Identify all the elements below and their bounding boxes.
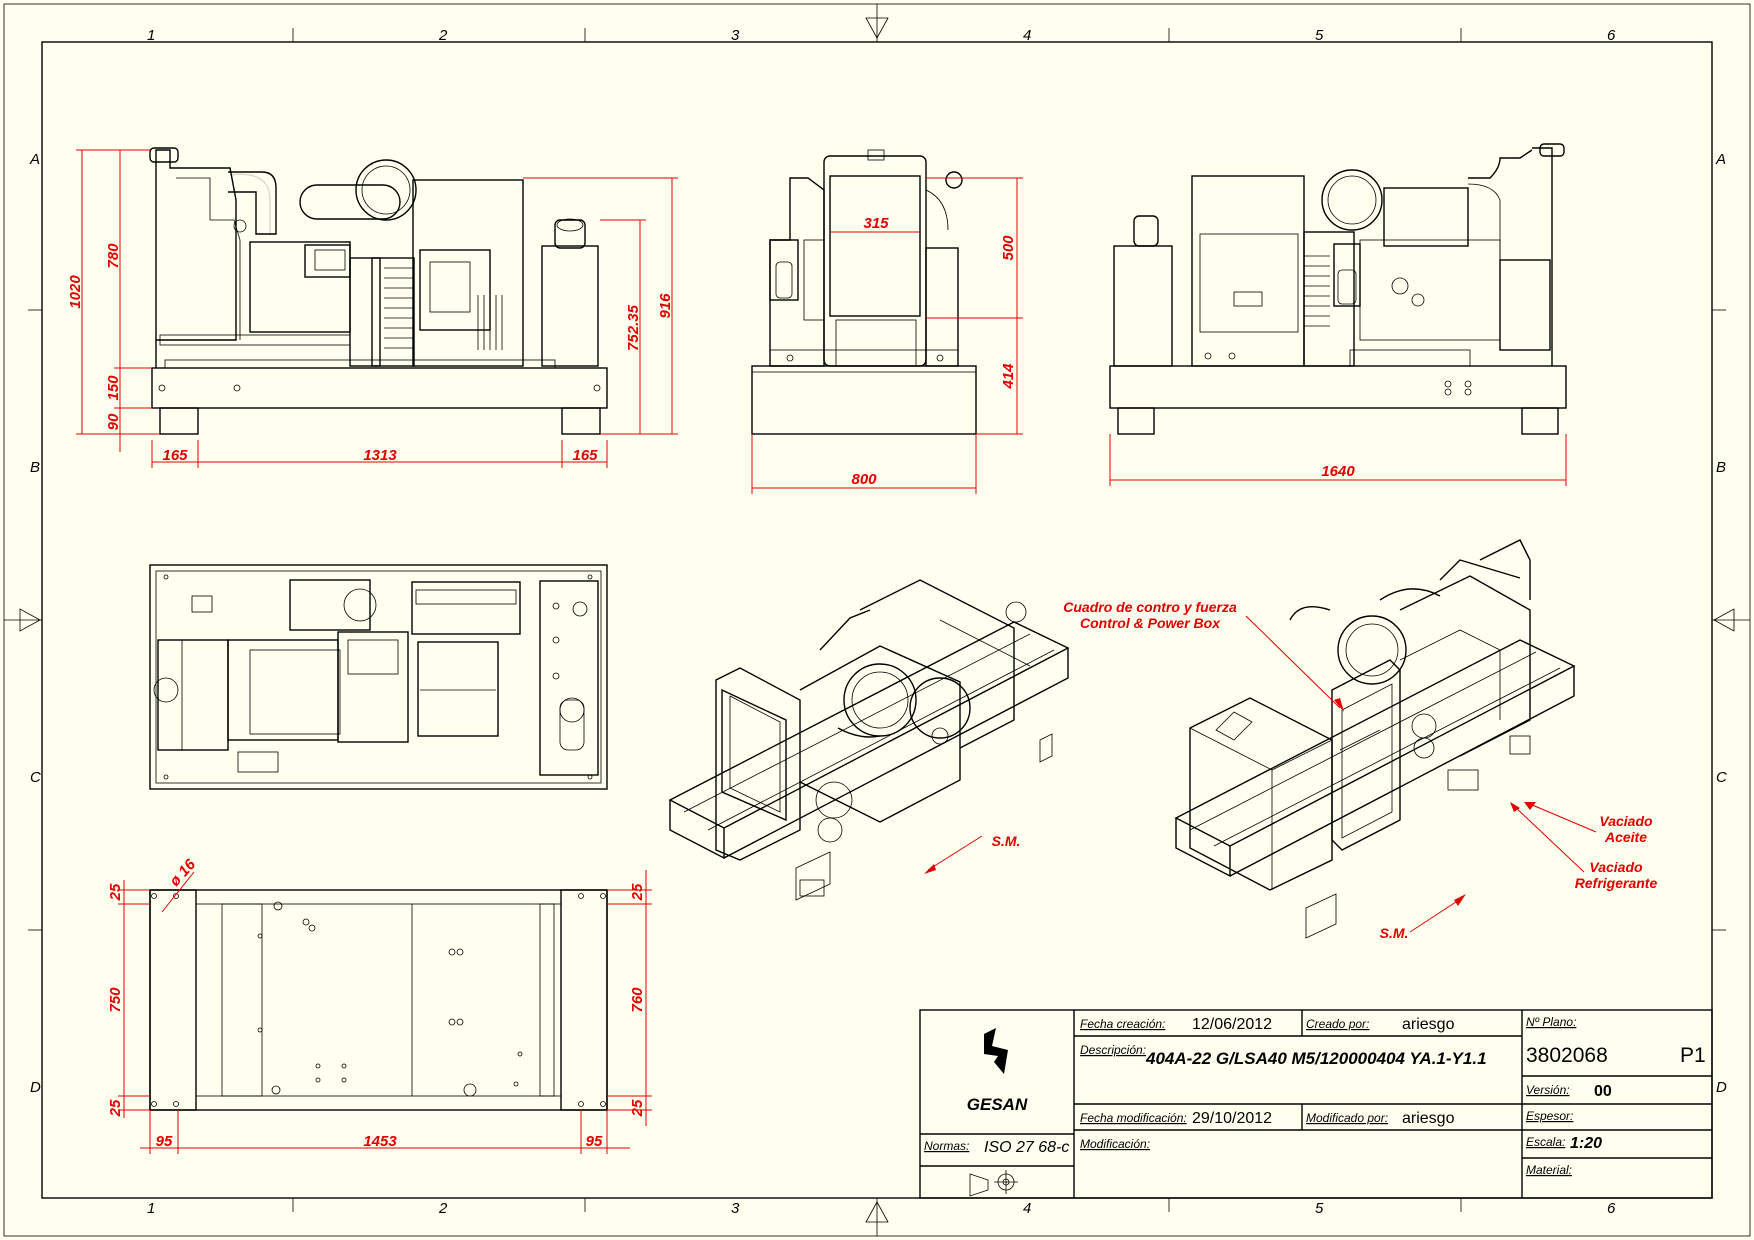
annotation-coolant-drain-2: Refrigerante bbox=[1575, 875, 1658, 891]
grid-col-1-bottom: 1 bbox=[147, 1200, 155, 1217]
label-plano: Nº Plano: bbox=[1526, 1015, 1576, 1029]
dim-radiator-width: 315 bbox=[863, 215, 889, 232]
value-version: 00 bbox=[1594, 1083, 1612, 1100]
value-fecha-creacion: 12/06/2012 bbox=[1192, 1016, 1272, 1033]
label-creado-por: Creado por: bbox=[1306, 1017, 1369, 1031]
dim-hole-diameter: ø 16 bbox=[166, 856, 199, 890]
grid-row-d-right: D bbox=[1716, 1079, 1727, 1096]
label-escala: Escala: bbox=[1526, 1135, 1565, 1149]
dim-engine-height: 780 bbox=[105, 243, 122, 269]
grid-col-5-bottom: 5 bbox=[1315, 1200, 1324, 1217]
front-view bbox=[751, 149, 977, 435]
logo-text: GESAN bbox=[967, 1095, 1028, 1114]
dim-overall-width: 800 bbox=[851, 471, 877, 488]
dim-base-left-width: 750 bbox=[107, 987, 124, 1013]
dim-center-length: 1313 bbox=[363, 447, 397, 464]
label-modificado-por: Modificado por: bbox=[1306, 1111, 1388, 1125]
dim-base-center-length: 1453 bbox=[363, 1133, 397, 1150]
dim-base-right-width: 760 bbox=[629, 987, 646, 1013]
grid-col-4-top: 4 bbox=[1023, 27, 1031, 44]
grid-row-a-left: A bbox=[29, 151, 40, 168]
dim-foot-height: 90 bbox=[105, 413, 122, 430]
grid-ticks bbox=[4, 4, 1750, 1236]
value-descripcion: 404A-22 G/LSA40 M5/120000404 YA.1-Y1.1 bbox=[1145, 1049, 1487, 1068]
label-normas: Normas: bbox=[924, 1139, 969, 1153]
grid-row-b-right: B bbox=[1716, 459, 1726, 476]
value-plano: 3802068 bbox=[1526, 1044, 1608, 1067]
grid-col-4-bottom: 4 bbox=[1023, 1200, 1031, 1217]
value-escala: 1:20 bbox=[1570, 1135, 1602, 1152]
side-view-dimensions: 1020 780 150 90 752.35 916 165 1313 165 bbox=[67, 149, 678, 468]
label-fecha-modificacion: Fecha modificación: bbox=[1080, 1111, 1187, 1125]
value-normas: ISO 27 68-c bbox=[984, 1139, 1069, 1156]
annotation-coolant-drain-1: Vaciado bbox=[1589, 859, 1643, 875]
grid-row-b-left: B bbox=[30, 459, 40, 476]
dim-overall-height: 1020 bbox=[67, 275, 84, 309]
top-view bbox=[149, 564, 608, 790]
annotations: Cuadro de contro y fuerza Control & Powe… bbox=[924, 599, 1657, 941]
dim-base-top-margin: 25 bbox=[107, 883, 124, 901]
dim-base-left-offset: 95 bbox=[156, 1133, 173, 1150]
dim-right-offset: 165 bbox=[572, 447, 598, 464]
dim-base-right-top: 25 bbox=[629, 883, 646, 901]
annotation-oil-drain-1: Vaciado bbox=[1599, 813, 1653, 829]
grid-col-3-top: 3 bbox=[731, 27, 740, 44]
annotation-sm-left: S.M. bbox=[992, 833, 1021, 849]
grid-row-c-left: C bbox=[30, 769, 41, 786]
projection-symbol-icon bbox=[969, 1170, 1018, 1197]
iso-view-right bbox=[1174, 539, 1576, 939]
front-view-dimensions: 315 500 414 800 bbox=[751, 177, 1023, 494]
grid-col-6-bottom: 6 bbox=[1607, 1200, 1616, 1217]
value-fecha-modificacion: 29/10/2012 bbox=[1192, 1110, 1272, 1127]
annotation-control-box-en: Control & Power Box bbox=[1080, 615, 1221, 631]
dim-base-right-bottom: 25 bbox=[629, 1099, 646, 1117]
grid-row-d-left: D bbox=[30, 1079, 41, 1096]
dim-base-right-offset: 95 bbox=[586, 1133, 603, 1150]
rear-view bbox=[1109, 143, 1567, 435]
dim-upper-height: 500 bbox=[1000, 235, 1017, 261]
grid-col-5-top: 5 bbox=[1315, 27, 1324, 44]
label-modificacion: Modificación: bbox=[1080, 1137, 1150, 1151]
value-modificado-por: ariesgo bbox=[1402, 1110, 1455, 1127]
grid-row-c-right: C bbox=[1716, 769, 1727, 786]
annotation-control-box-es: Cuadro de contro y fuerza bbox=[1063, 599, 1237, 615]
rear-view-dimensions: 1640 bbox=[1109, 434, 1567, 486]
label-version: Versión: bbox=[1526, 1083, 1570, 1097]
dim-base-bottom-margin: 25 bbox=[107, 1099, 124, 1117]
grid-row-a-right: A bbox=[1715, 151, 1726, 168]
base-view bbox=[149, 889, 608, 1111]
label-descripcion: Descripción: bbox=[1080, 1043, 1146, 1057]
grid-col-3-bottom: 3 bbox=[731, 1200, 740, 1217]
grid-col-2-top: 2 bbox=[438, 27, 448, 44]
value-plano-rev: P1 bbox=[1680, 1044, 1706, 1067]
label-fecha-creacion: Fecha creación: bbox=[1080, 1017, 1165, 1031]
dim-radiator-height: 752.35 bbox=[625, 304, 642, 351]
outer-border bbox=[3, 3, 1751, 1237]
value-creado-por: ariesgo bbox=[1402, 1016, 1455, 1033]
annotation-oil-drain-2: Aceite bbox=[1604, 829, 1647, 845]
grid-col-6-top: 6 bbox=[1607, 27, 1616, 44]
annotation-sm-right: S.M. bbox=[1380, 925, 1409, 941]
iso-view-left bbox=[668, 579, 1070, 901]
dim-lower-height: 414 bbox=[1000, 363, 1017, 390]
dim-frame-height: 150 bbox=[105, 375, 122, 401]
grid-labels: 1 2 3 4 5 6 1 2 3 4 5 6 A B C D A B C D bbox=[29, 27, 1727, 1217]
grid-col-1-top: 1 bbox=[147, 27, 155, 44]
gesan-logo: GESAN bbox=[967, 1028, 1028, 1114]
label-material: Material: bbox=[1526, 1163, 1572, 1177]
label-espesor: Espesor: bbox=[1526, 1109, 1573, 1123]
dim-left-offset: 165 bbox=[162, 447, 188, 464]
title-block: GESAN Fecha creación: 12/06/2012 Creado … bbox=[919, 1009, 1713, 1199]
side-view bbox=[149, 147, 608, 435]
base-view-dimensions: 25 750 25 ø 16 25 760 25 95 1453 95 bbox=[107, 856, 652, 1154]
dim-total-height: 916 bbox=[657, 293, 674, 319]
dim-rear-overall-length: 1640 bbox=[1321, 463, 1355, 480]
grid-col-2-bottom: 2 bbox=[438, 1200, 448, 1217]
